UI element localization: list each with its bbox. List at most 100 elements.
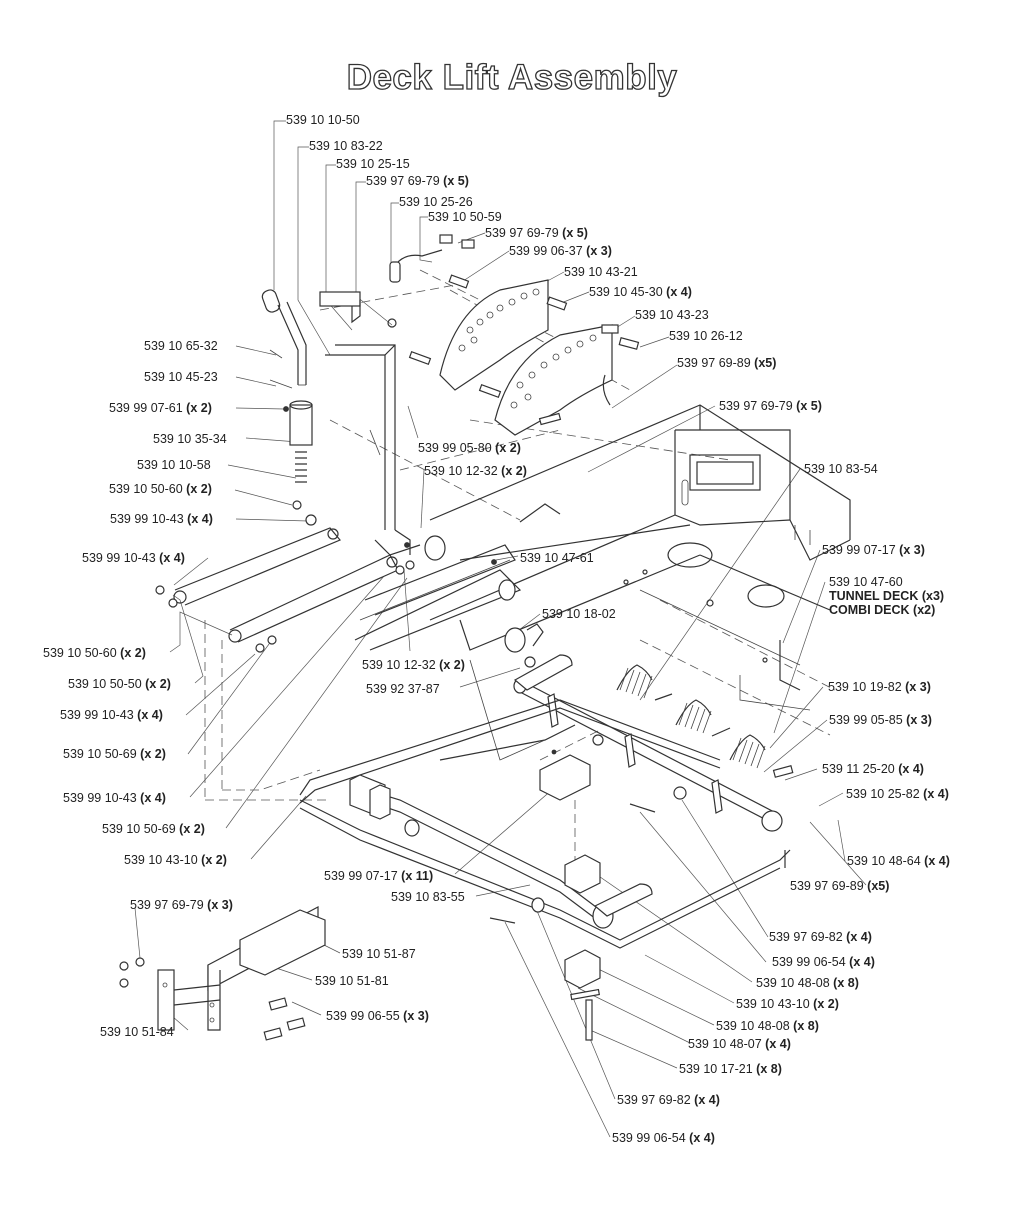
part-label: 539 11 25-20 (x 4) [822, 762, 924, 776]
part-number: 539 10 50-60 [43, 646, 117, 660]
part-quantity: (x 5) [796, 399, 822, 413]
part-quantity: (x 4) [159, 551, 185, 565]
part-quantity: (x 2) [439, 658, 465, 672]
part-number: 539 97 69-79 [719, 399, 793, 413]
part-number: 539 99 10-43 [82, 551, 156, 565]
part-quantity: (x 3) [905, 680, 931, 694]
part-label: 539 97 69-82 (x 4) [769, 930, 872, 944]
part-number: 539 10 48-07 [688, 1037, 762, 1051]
part-label: 539 99 07-17 (x 3) [822, 543, 925, 557]
part-number: 539 10 48-08 [756, 976, 830, 990]
part-quantity: (x 2) [201, 853, 227, 867]
part-number: 539 99 10-43 [60, 708, 134, 722]
part-label: 539 10 83-54 [804, 462, 878, 476]
side-bracket [119, 906, 326, 1041]
part-quantity: (x 2) [186, 401, 212, 415]
part-label: 539 10 48-64 (x 4) [847, 854, 950, 868]
part-number: 539 10 43-10 [124, 853, 198, 867]
part-label: 539 99 07-61 (x 2) [109, 401, 212, 415]
part-label: 539 97 69-79 (x 3) [130, 898, 233, 912]
part-number: 539 99 07-61 [109, 401, 183, 415]
part-label: 539 10 45-30 (x 4) [589, 285, 692, 299]
part-quantity: (x 2) [186, 482, 212, 496]
part-quantity: (x 2) [140, 747, 166, 761]
part-label: 539 99 10-43 (x 4) [60, 708, 163, 722]
part-quantity: (x 3) [586, 244, 612, 258]
part-label: 539 10 48-07 (x 4) [688, 1037, 791, 1051]
part-label: 539 10 50-69 (x 2) [63, 747, 166, 761]
part-label: 539 10 26-12 [669, 329, 743, 343]
part-quantity: (x 4) [923, 787, 949, 801]
part-label: 539 10 50-50 (x 2) [68, 677, 171, 691]
height-adjust-plates [389, 234, 640, 436]
part-number: 539 99 07-17 [822, 543, 896, 557]
part-label: 539 10 18-02 [542, 607, 616, 621]
part-label: 539 10 48-08 (x 8) [756, 976, 859, 990]
part-label: 539 99 10-43 (x 4) [82, 551, 185, 565]
part-label: 539 99 05-80 (x 2) [418, 441, 521, 455]
part-number: 539 10 83-55 [391, 890, 465, 904]
part-number: 539 97 69-89 [677, 356, 751, 370]
part-label: 539 10 17-21 (x 8) [679, 1062, 782, 1076]
part-quantity: (x 3) [207, 898, 233, 912]
part-number: 539 10 83-54 [804, 462, 878, 476]
part-number: 539 97 69-82 [617, 1093, 691, 1107]
part-label: 539 10 51-87 [342, 947, 416, 961]
lift-lever-arm [319, 291, 421, 556]
lower-u-frame [299, 699, 791, 1041]
part-quantity: (x 11) [401, 869, 434, 883]
part-label: 539 10 50-60 (x 2) [109, 482, 212, 496]
part-label: 539 10 10-58 [137, 458, 211, 472]
part-number: 539 10 48-64 [847, 854, 921, 868]
part-quantity: (x 8) [833, 976, 859, 990]
part-label: 539 10 50-60 (x 2) [43, 646, 146, 660]
deck-variant-note: TUNNEL DECK (x3) [829, 589, 945, 603]
part-label: 539 10 83-55 [391, 890, 465, 904]
part-number: 539 99 06-54 [612, 1131, 686, 1145]
part-quantity: (x 4) [137, 708, 163, 722]
lift-handle [261, 289, 313, 483]
part-number: 539 10 83-22 [309, 139, 383, 153]
part-number: 539 97 69-79 [485, 226, 559, 240]
part-label: 539 97 69-89 (x5) [790, 879, 889, 893]
part-number: 539 97 69-79 [366, 174, 440, 188]
part-number: 539 97 69-89 [790, 879, 864, 893]
part-number: 539 10 25-82 [846, 787, 920, 801]
part-number: 539 10 43-10 [736, 997, 810, 1011]
part-quantity: (x 5) [443, 174, 469, 188]
part-label: 539 10 10-50 [286, 113, 360, 127]
part-label: 539 10 51-81 [315, 974, 389, 988]
part-number: 539 99 06-55 [326, 1009, 400, 1023]
part-quantity: (x 4) [924, 854, 950, 868]
part-label: 539 10 83-22 [309, 139, 383, 153]
part-number: 539 99 10-43 [63, 791, 137, 805]
part-label: 539 10 43-10 (x 2) [124, 853, 227, 867]
chassis-frame [429, 404, 851, 761]
part-label: 539 10 19-82 (x 3) [828, 680, 931, 694]
part-number: 539 10 10-58 [137, 458, 211, 472]
part-number: 539 10 12-32 [362, 658, 436, 672]
part-label: 539 97 69-79 (x 5) [485, 226, 588, 240]
part-quantity: (x 4) [694, 1093, 720, 1107]
part-quantity: (x 2) [120, 646, 146, 660]
part-label: 539 10 48-08 (x 8) [716, 1019, 819, 1033]
part-label: 539 10 47-61 [520, 551, 594, 565]
part-label: 539 97 69-82 (x 4) [617, 1093, 720, 1107]
part-number: 539 10 50-69 [63, 747, 137, 761]
part-quantity: (x 2) [813, 997, 839, 1011]
part-number: 539 10 50-69 [102, 822, 176, 836]
part-quantity: (x 3) [403, 1009, 429, 1023]
part-number: 539 10 51-81 [315, 974, 389, 988]
part-quantity: (x 2) [145, 677, 171, 691]
part-label: 539 10 25-82 (x 4) [846, 787, 949, 801]
part-label: 539 99 10-43 (x 4) [110, 512, 213, 526]
part-quantity: (x 3) [906, 713, 932, 727]
part-label: 539 99 06-37 (x 3) [509, 244, 612, 258]
part-label: 539 10 65-32 [144, 339, 218, 353]
part-quantity: (x 4) [666, 285, 692, 299]
part-number: 539 99 07-17 [324, 869, 398, 883]
part-number: 539 10 10-50 [286, 113, 360, 127]
part-label: 539 10 50-69 (x 2) [102, 822, 205, 836]
